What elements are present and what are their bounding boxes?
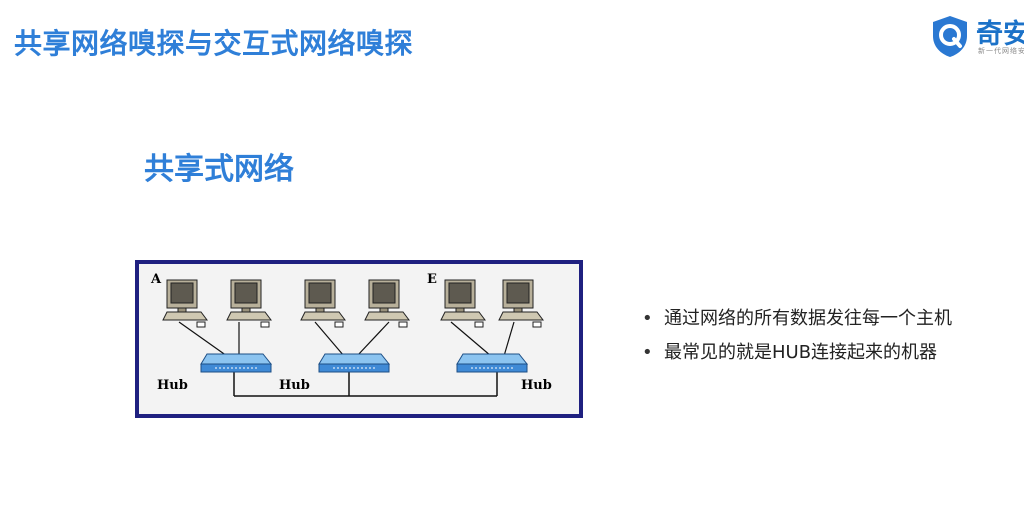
bullet-item: 通过网络的所有数据发往每一个主机 — [640, 306, 952, 340]
slide-title: 共享网络嗅探与交互式网络嗅探 — [14, 27, 414, 60]
section-heading: 共享式网络 — [144, 152, 294, 187]
hub-cables — [178, 321, 515, 357]
computer-icon — [226, 279, 272, 328]
backbone-cable — [233, 372, 498, 397]
computer-icon — [300, 279, 346, 328]
bullet-item: 最常见的就是HUB连接起来的机器 — [640, 340, 952, 374]
computer-icon — [364, 279, 410, 328]
computer-icon — [498, 279, 544, 328]
shield-q-icon — [933, 16, 967, 57]
hub-left-label: Hub — [157, 378, 188, 393]
shared-network-diagram: A E Hub Hub Hub — [135, 260, 583, 418]
network-topology — [162, 279, 544, 397]
hub-icon — [200, 353, 272, 373]
host-a-label: A — [151, 272, 162, 287]
bullet-list: 通过网络的所有数据发往每一个主机 最常见的就是HUB连接起来的机器 — [640, 306, 952, 374]
hub-middle-label: Hub — [279, 378, 310, 393]
hub-icon — [318, 353, 390, 373]
logo-subtitle: 新一代网络安 — [978, 47, 1024, 55]
brand-logo: 奇安 新一代网络安 — [930, 10, 1024, 62]
computer-icon — [440, 279, 486, 328]
hub-right-label: Hub — [521, 378, 552, 393]
computer-icon — [162, 279, 208, 328]
host-e-label: E — [427, 272, 437, 287]
hub-icon — [456, 353, 528, 373]
logo-text: 奇安 — [976, 19, 1024, 50]
